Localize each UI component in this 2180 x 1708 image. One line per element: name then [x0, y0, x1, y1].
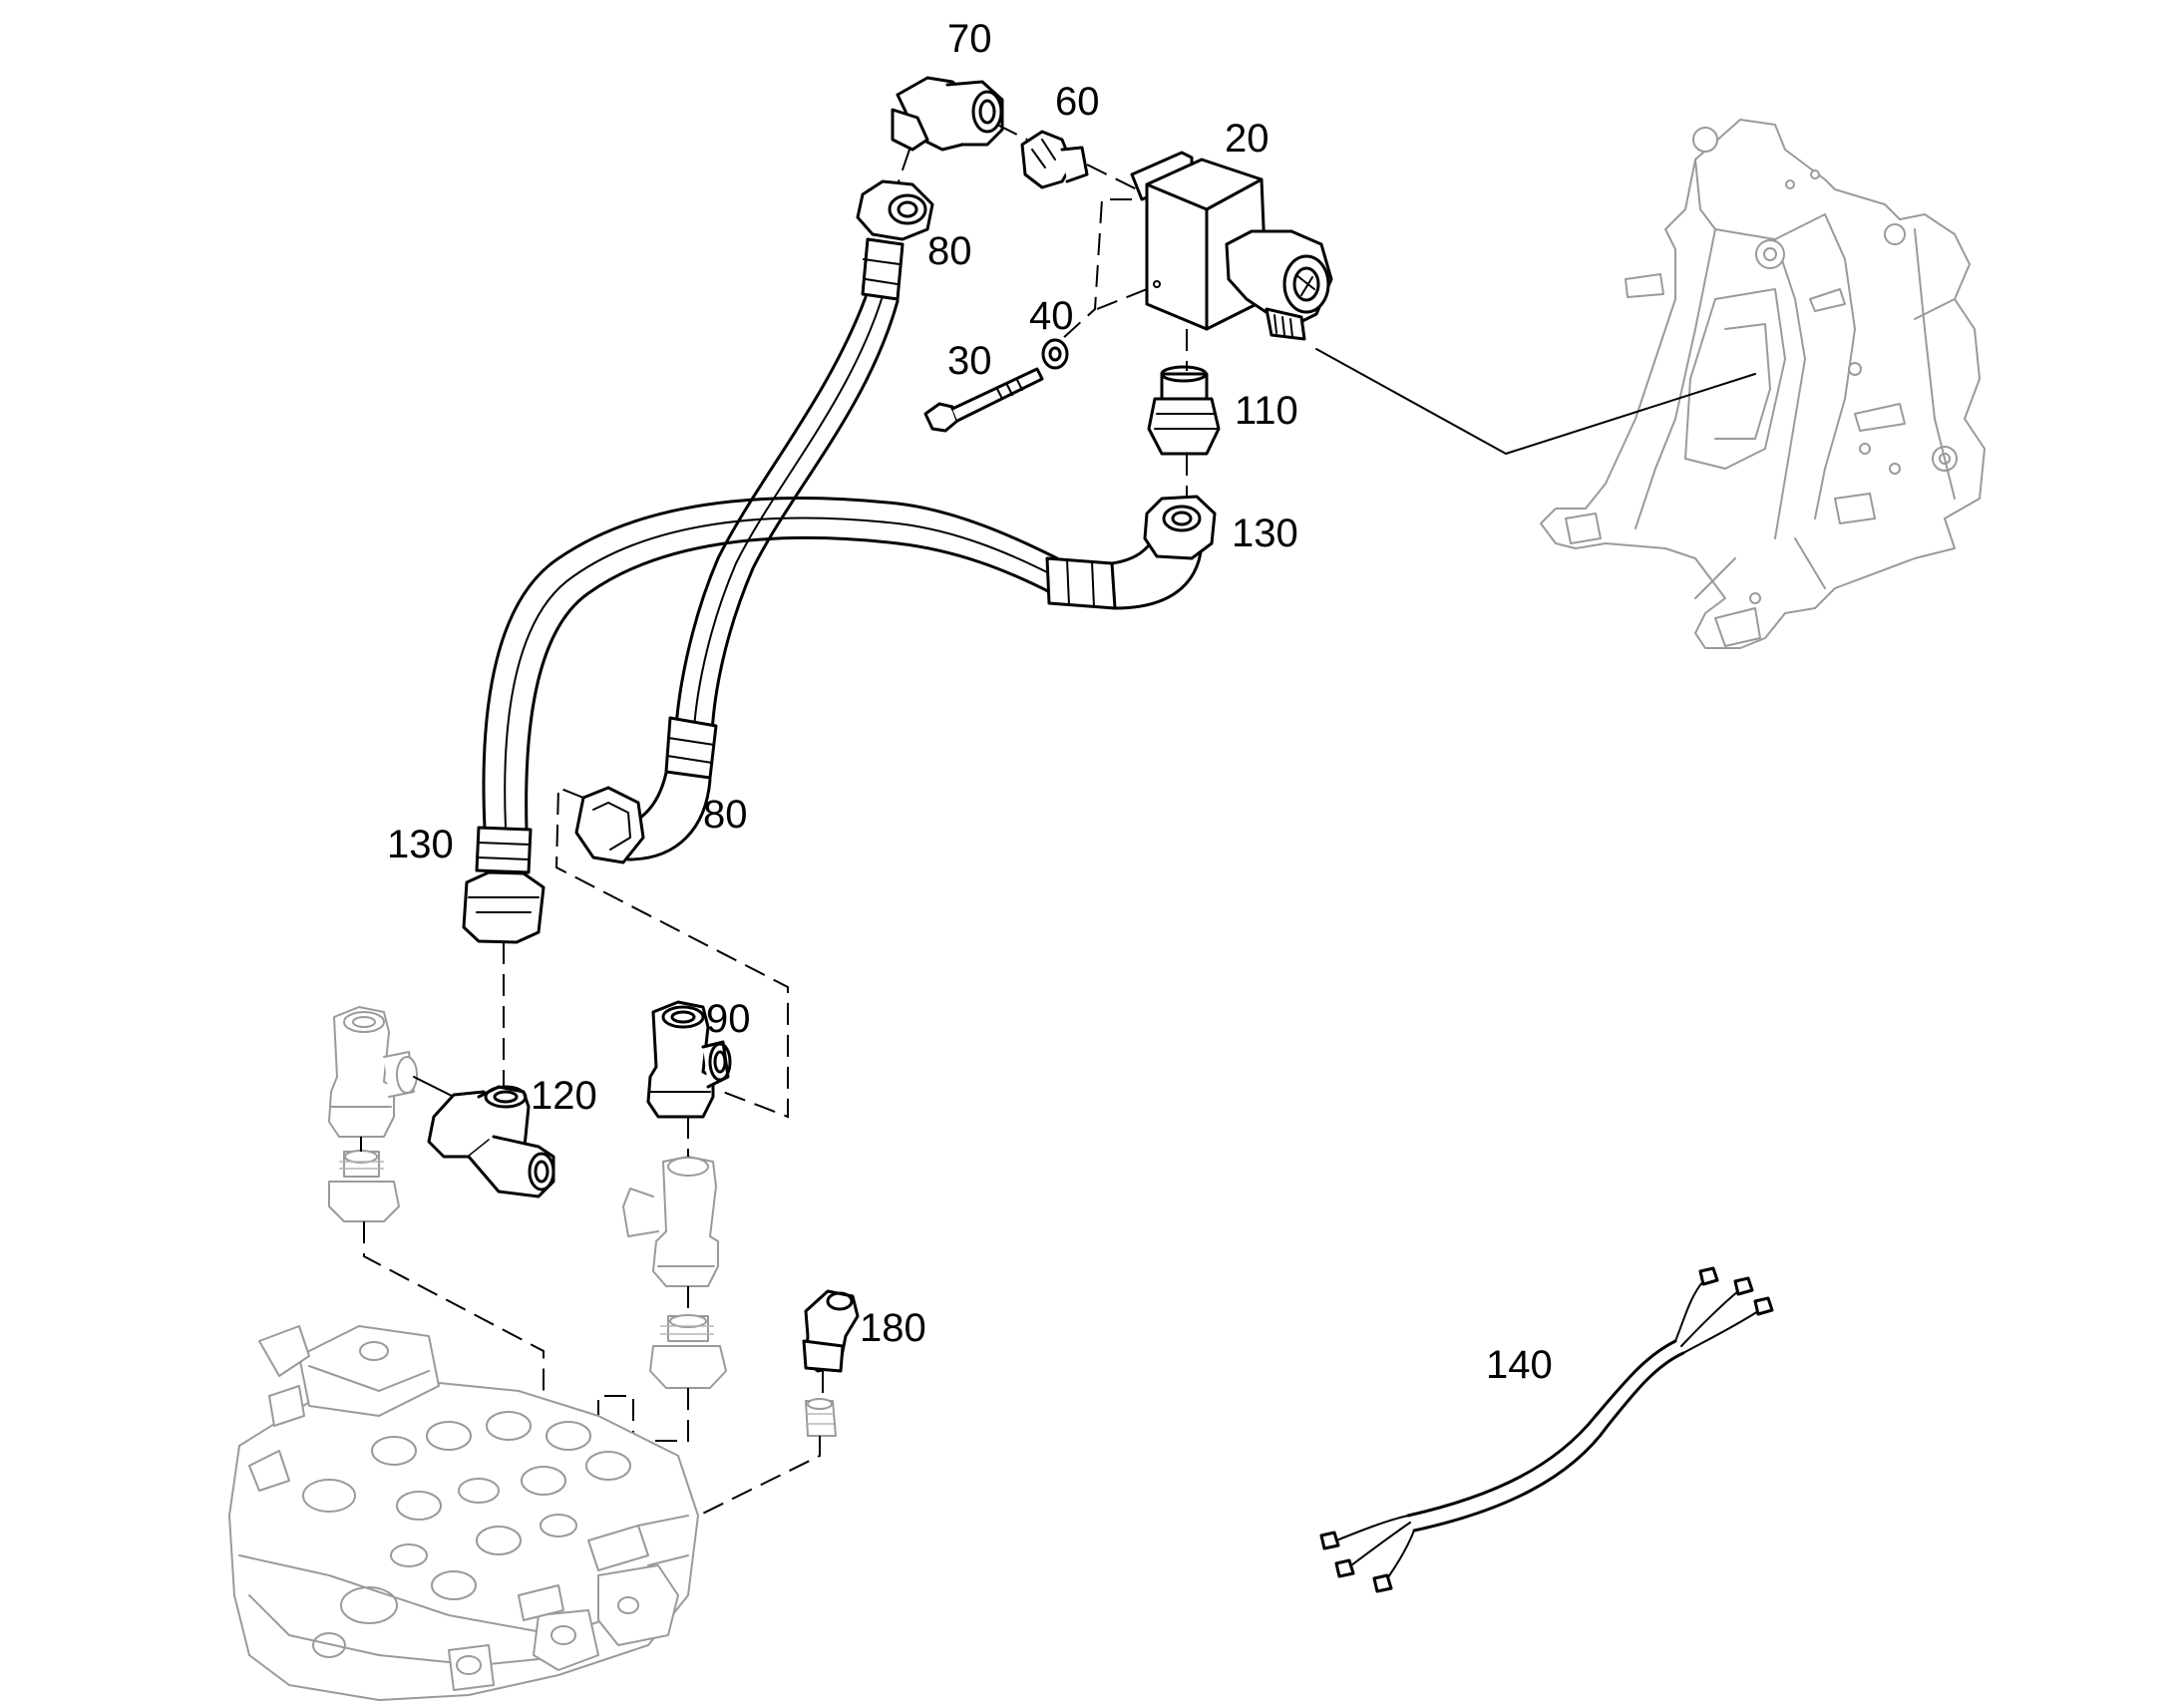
- control-valve-block: [228, 1325, 699, 1701]
- dash-line-tee-120: [413, 1076, 455, 1098]
- dash-line-70-80: [897, 149, 910, 185]
- label-80-lower: 80: [703, 793, 748, 837]
- label-60: 60: [1055, 80, 1100, 124]
- label-180: 180: [860, 1306, 926, 1350]
- label-70: 70: [947, 17, 992, 61]
- machine-frame: [1540, 119, 1986, 649]
- solenoid-valve-block: [1130, 151, 1333, 341]
- dash-line-180-block: [657, 1436, 821, 1537]
- label-120: 120: [531, 1074, 597, 1118]
- tee-90: [646, 1000, 732, 1119]
- adapter-60: [1020, 130, 1138, 190]
- bolt-30: [923, 367, 1044, 433]
- label-130-lower: 130: [387, 823, 454, 866]
- label-140: 140: [1486, 1343, 1553, 1387]
- label-110: 110: [1235, 389, 1298, 433]
- label-40: 40: [1029, 294, 1074, 338]
- washer-40: [1041, 338, 1069, 370]
- dash-line-left-block: [363, 1221, 545, 1406]
- dash-line-washer: [1096, 288, 1148, 310]
- wire-harness-140: [1319, 1266, 1774, 1593]
- nut-130-lower: [462, 870, 545, 944]
- dash-line-bracket-80-90: [554, 786, 789, 1119]
- label-90: 90: [706, 997, 751, 1041]
- label-130-upper: 130: [1232, 512, 1298, 555]
- nut-130-upper: [1143, 495, 1217, 560]
- fitting-center: [649, 1314, 727, 1389]
- dash-line-center-block: [597, 1388, 689, 1442]
- fitting-left: [328, 1150, 400, 1222]
- leader-line-frame: [1315, 348, 1756, 455]
- elbow-70: [891, 76, 1028, 152]
- tee-center-lower: [622, 1156, 719, 1287]
- adapter-110: [1147, 365, 1221, 456]
- elbow-180: [802, 1289, 860, 1373]
- dash-line-bolt: [1061, 198, 1132, 340]
- label-20: 20: [1225, 117, 1270, 161]
- hose-80: [606, 295, 900, 861]
- nut-80-lower: [574, 786, 645, 864]
- nut-80-upper: [856, 179, 934, 301]
- part-labels: 70 60 20 80 40 30 110 130 80 130 90 120 …: [387, 17, 1553, 1387]
- tee-left: [328, 1006, 418, 1138]
- label-80-upper: 80: [927, 229, 972, 273]
- tee-120: [427, 1085, 555, 1198]
- label-30: 30: [947, 339, 992, 383]
- fitting-180-base: [805, 1398, 837, 1437]
